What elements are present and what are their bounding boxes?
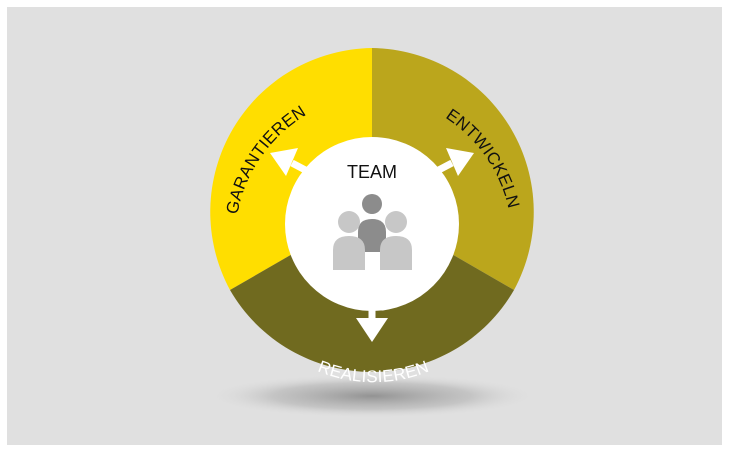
center-title: TEAM — [347, 162, 397, 182]
drop-shadow — [207, 374, 537, 418]
team-people-icon — [333, 194, 412, 270]
